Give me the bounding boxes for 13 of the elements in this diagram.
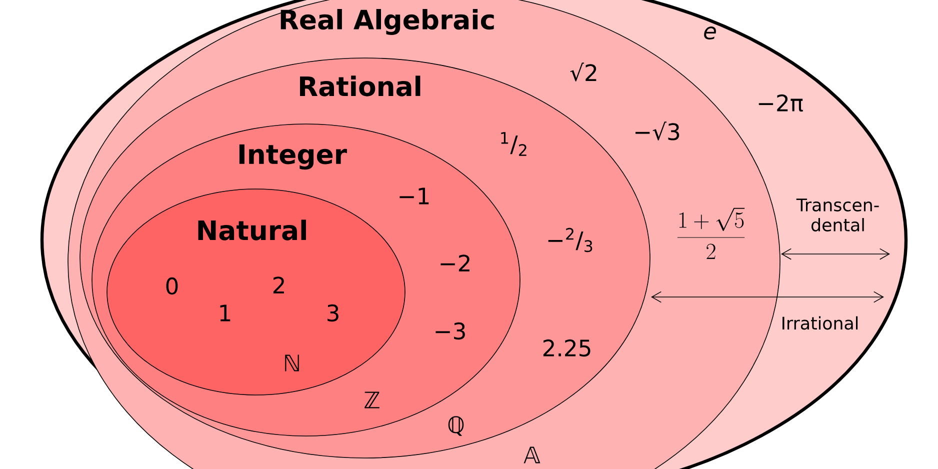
number-label: 2.25 <box>543 339 590 357</box>
region-label: Irrational <box>782 316 858 330</box>
number-label: 1 <box>220 304 230 322</box>
number-label: 3 <box>328 304 338 322</box>
number-label: −$^{2}$/$_{3}$ <box>548 228 592 252</box>
region-label: Transcen- dental <box>796 198 879 232</box>
number-label: e <box>704 26 716 40</box>
number-label: −2 <box>440 254 470 272</box>
number-label: 2 <box>273 276 284 294</box>
fraction: $\frac{1+\sqrt{5}}{2}$ <box>677 208 745 260</box>
number-label: √2 <box>570 62 596 82</box>
number-label: −3 <box>436 322 465 340</box>
number-label: 0 <box>166 277 178 295</box>
